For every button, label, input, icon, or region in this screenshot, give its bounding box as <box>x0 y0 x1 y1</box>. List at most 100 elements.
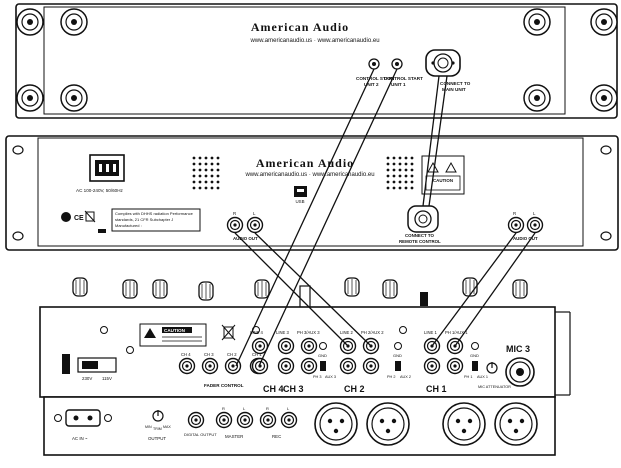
svg-text:LINE 4: LINE 4 <box>250 330 263 335</box>
rack-slot-icon <box>12 231 24 241</box>
rack-screw-icon <box>60 8 88 36</box>
svg-text:L: L <box>533 211 536 216</box>
svg-text:AUX 3: AUX 3 <box>325 375 336 379</box>
svg-text:CH 1: CH 1 <box>252 352 262 357</box>
ch1-label: CH 1 <box>426 384 447 394</box>
ph1-l-jack <box>446 357 464 375</box>
audio-cable-right-l <box>454 232 536 347</box>
control-start-1-label: CONTROL START <box>384 76 423 81</box>
rack-slot-icon <box>600 145 612 155</box>
svg-text:CE: CE <box>74 215 84 222</box>
usb-port <box>294 186 307 197</box>
caution-text: CAUTION <box>433 178 453 183</box>
svg-text:MIN: MIN <box>145 425 152 429</box>
vent-grille-right <box>386 156 414 190</box>
svg-text:PH 1: PH 1 <box>464 375 472 379</box>
ch4-label: CH 4 <box>263 384 284 394</box>
caution-label-box <box>421 155 465 195</box>
rack-screw-icon <box>523 84 551 112</box>
brand-logo: American Audio <box>251 20 349 34</box>
svg-text:UNIT 2: UNIT 2 <box>364 82 379 87</box>
knob-icon <box>462 277 478 297</box>
control-start-2-label: CONTROL START <box>356 76 395 81</box>
mixer-caution-text: CAUTION <box>164 328 186 333</box>
phono-switch <box>320 361 326 371</box>
rack-slot-icon <box>12 145 24 155</box>
screw-icon <box>399 326 407 334</box>
phono-switch <box>472 361 478 371</box>
mixer-top-knobs <box>72 277 528 309</box>
compliance-label <box>111 208 201 232</box>
svg-text:PH 3: PH 3 <box>313 375 321 379</box>
svg-text:Complies with DHHS radiation P: Complies with DHHS radiation Performance <box>115 211 194 216</box>
xlr-output-jack <box>314 402 358 446</box>
gnd-terminal-icon <box>319 342 327 350</box>
audio-out-left-label: AUDIO OUT <box>233 236 258 241</box>
rack-screw-icon <box>523 8 551 36</box>
mic3-label: MIC 3 <box>506 344 530 354</box>
usb-label: USB <box>295 199 304 204</box>
remote-label: CONNECT TO <box>405 233 435 238</box>
audio-out-left-r-jack <box>226 216 244 234</box>
master-label: MASTER <box>225 434 243 439</box>
website-text: www.americanaudio.us · www.americanaudio… <box>244 172 374 178</box>
control-cable-unit2 <box>235 68 375 367</box>
master-l-jack <box>236 411 254 429</box>
rack-screw-icon <box>16 84 44 112</box>
fader-ch3-jack <box>201 357 219 375</box>
svg-text:R: R <box>222 406 225 411</box>
connect-to-main-label: CONNECT TO <box>440 81 471 86</box>
line3-l-jack <box>277 357 295 375</box>
svg-text:L: L <box>243 406 246 411</box>
rec-r-jack <box>259 411 277 429</box>
rec-label: REC <box>272 434 281 439</box>
rack-screw-icon <box>60 84 88 112</box>
top-unit-chassis <box>43 6 566 115</box>
audio-out-right-r-jack <box>507 216 525 234</box>
svg-text:PH 1/AUX 1: PH 1/AUX 1 <box>445 330 468 335</box>
voltage-selector <box>62 354 117 374</box>
brand-logo: American Audio <box>256 156 354 170</box>
remote-cable <box>428 75 448 207</box>
audio-out-right-label: AUDIO OUT <box>513 236 538 241</box>
knob-icon <box>72 277 88 297</box>
fader-control-label: FADER CONTROL <box>204 383 244 388</box>
gnd-terminal-icon <box>471 342 479 350</box>
audio-cable-left-l <box>254 232 372 347</box>
svg-text:115V: 115V <box>102 376 112 381</box>
phono-switch <box>395 361 401 371</box>
svg-text:TRIM: TRIM <box>153 427 162 431</box>
svg-text:CH 2: CH 2 <box>227 352 237 357</box>
master-r-jack <box>215 411 233 429</box>
line4-l-jack <box>251 357 269 375</box>
svg-text:R: R <box>266 406 269 411</box>
line3-r-jack <box>277 337 295 355</box>
fader-cap <box>299 285 311 309</box>
line2-l-jack <box>339 357 357 375</box>
mic3-jack <box>505 357 535 387</box>
mixer-caution-label <box>139 323 207 347</box>
svg-text:LINE 2: LINE 2 <box>340 330 353 335</box>
screw-icon <box>54 414 62 422</box>
ac-inlet <box>65 409 101 427</box>
svg-text:PH 2/AUX 2: PH 2/AUX 2 <box>361 330 384 335</box>
svg-text:230V: 230V <box>82 376 92 381</box>
svg-text:R: R <box>233 211 236 216</box>
screw-icon <box>100 326 108 334</box>
digital-output-label: DIGITAL OUTPUT <box>184 432 217 437</box>
svg-text:GND: GND <box>318 353 327 358</box>
fader-cap <box>420 292 428 306</box>
power-inlet <box>89 154 125 182</box>
ph3-r-jack <box>300 337 318 355</box>
line1-l-jack <box>423 357 441 375</box>
audio-cable-left-r <box>234 232 349 347</box>
ch3-label: CH 3 <box>283 384 304 394</box>
mixer-rear-panel <box>39 306 556 398</box>
rack-screw-icon <box>590 8 618 36</box>
ch2-label: CH 2 <box>344 384 365 394</box>
knob-icon <box>254 279 270 299</box>
ph3-l-jack <box>300 357 318 375</box>
xlr-mic-jack <box>494 402 538 446</box>
